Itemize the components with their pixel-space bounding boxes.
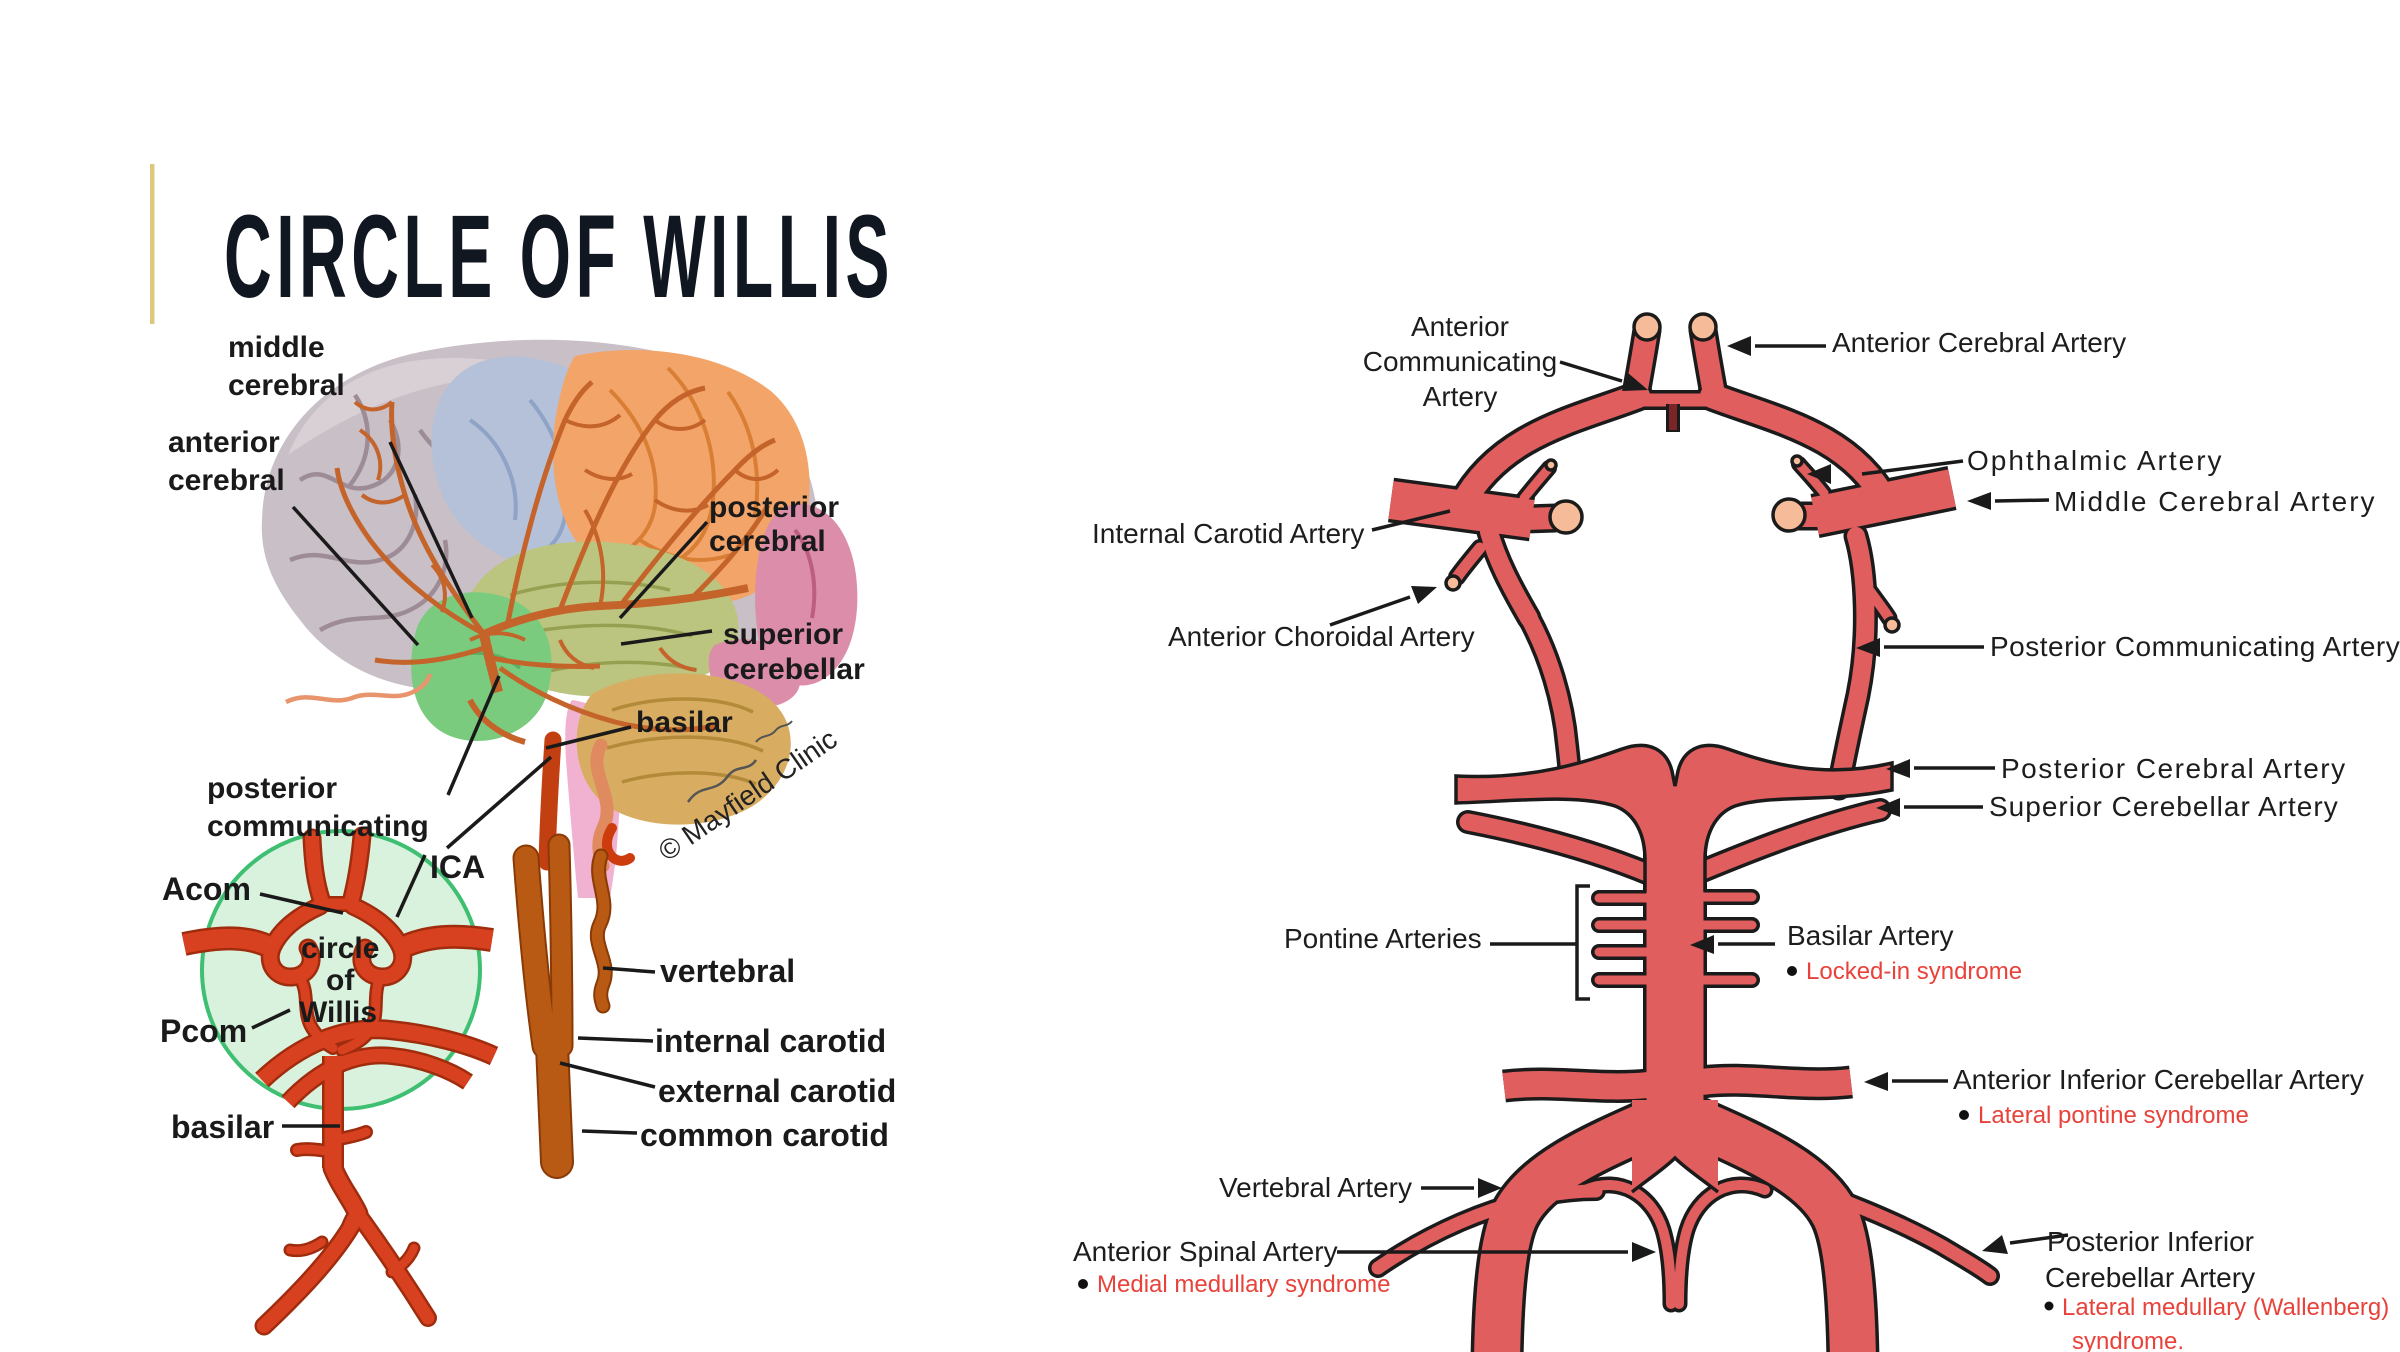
svg-text:basilar: basilar (171, 1109, 274, 1145)
svg-text:internal carotid: internal carotid (655, 1023, 886, 1059)
svg-text:basilar: basilar (636, 706, 733, 739)
svg-text:Basilar Artery: Basilar Artery (1787, 920, 1954, 951)
svg-text:CIRCLE OF WILLIS: CIRCLE OF WILLIS (224, 191, 894, 323)
svg-text:ICA: ICA (430, 849, 485, 885)
svg-text:Acom: Acom (162, 871, 251, 907)
svg-text:Medial medullary syndrome: Medial medullary syndrome (1097, 1271, 1390, 1298)
svg-text:Lateral medullary (Wallenberg): Lateral medullary (Wallenberg) (2062, 1294, 2389, 1321)
svg-text:cerebral: cerebral (168, 464, 285, 497)
svg-text:Middle Cerebral Artery: Middle Cerebral Artery (2054, 486, 2377, 517)
svg-text:Posterior Inferior: Posterior Inferior (2047, 1226, 2254, 1257)
svg-text:Anterior Cerebral Artery: Anterior Cerebral Artery (1832, 327, 2126, 358)
svg-text:external carotid: external carotid (658, 1073, 896, 1109)
svg-text:Willis: Willis (299, 996, 377, 1029)
svg-text:middle: middle (228, 331, 325, 364)
svg-text:Vertebral Artery: Vertebral Artery (1219, 1172, 1412, 1203)
svg-text:Superior Cerebellar Artery: Superior Cerebellar Artery (1989, 791, 2339, 822)
svg-text:Pontine Arteries: Pontine Arteries (1284, 923, 1482, 954)
svg-text:cerebral: cerebral (228, 369, 345, 402)
svg-text:common carotid: common carotid (640, 1117, 889, 1153)
svg-text:Internal Carotid Artery: Internal Carotid Artery (1092, 518, 1364, 549)
svg-text:cerebellar: cerebellar (723, 653, 865, 686)
svg-text:communicating: communicating (207, 810, 429, 843)
svg-text:vertebral: vertebral (660, 953, 795, 989)
svg-text:Anterior Inferior Cerebellar A: Anterior Inferior Cerebellar Artery (1953, 1064, 2364, 1095)
svg-text:Locked-in syndrome: Locked-in syndrome (1806, 958, 2022, 985)
svg-text:posterior: posterior (207, 772, 337, 805)
svg-text:syndrome.: syndrome. (2072, 1328, 2184, 1352)
svg-text:cerebral: cerebral (709, 525, 826, 558)
svg-text:Artery: Artery (1423, 381, 1498, 412)
svg-text:Anterior Choroidal Artery: Anterior Choroidal Artery (1168, 621, 1475, 652)
svg-text:Cerebellar Artery: Cerebellar Artery (2045, 1262, 2255, 1293)
svg-text:circle: circle (301, 932, 379, 965)
svg-text:Communicating: Communicating (1363, 346, 1558, 377)
svg-text:Ophthalmic Artery: Ophthalmic Artery (1967, 445, 2224, 476)
svg-text:Lateral pontine syndrome: Lateral pontine syndrome (1978, 1102, 2249, 1129)
svg-text:Posterior Cerebral Artery: Posterior Cerebral Artery (2001, 753, 2347, 784)
svg-text:posterior: posterior (709, 491, 839, 524)
svg-text:Pcom: Pcom (160, 1013, 247, 1049)
svg-text:Posterior Communicating Artery: Posterior Communicating Artery (1990, 631, 2400, 662)
svg-text:Anterior: Anterior (1411, 311, 1509, 342)
svg-text:superior: superior (723, 618, 843, 651)
svg-text:anterior: anterior (168, 426, 280, 459)
svg-text:of: of (326, 964, 355, 997)
svg-text:Anterior Spinal Artery: Anterior Spinal Artery (1073, 1236, 1338, 1267)
